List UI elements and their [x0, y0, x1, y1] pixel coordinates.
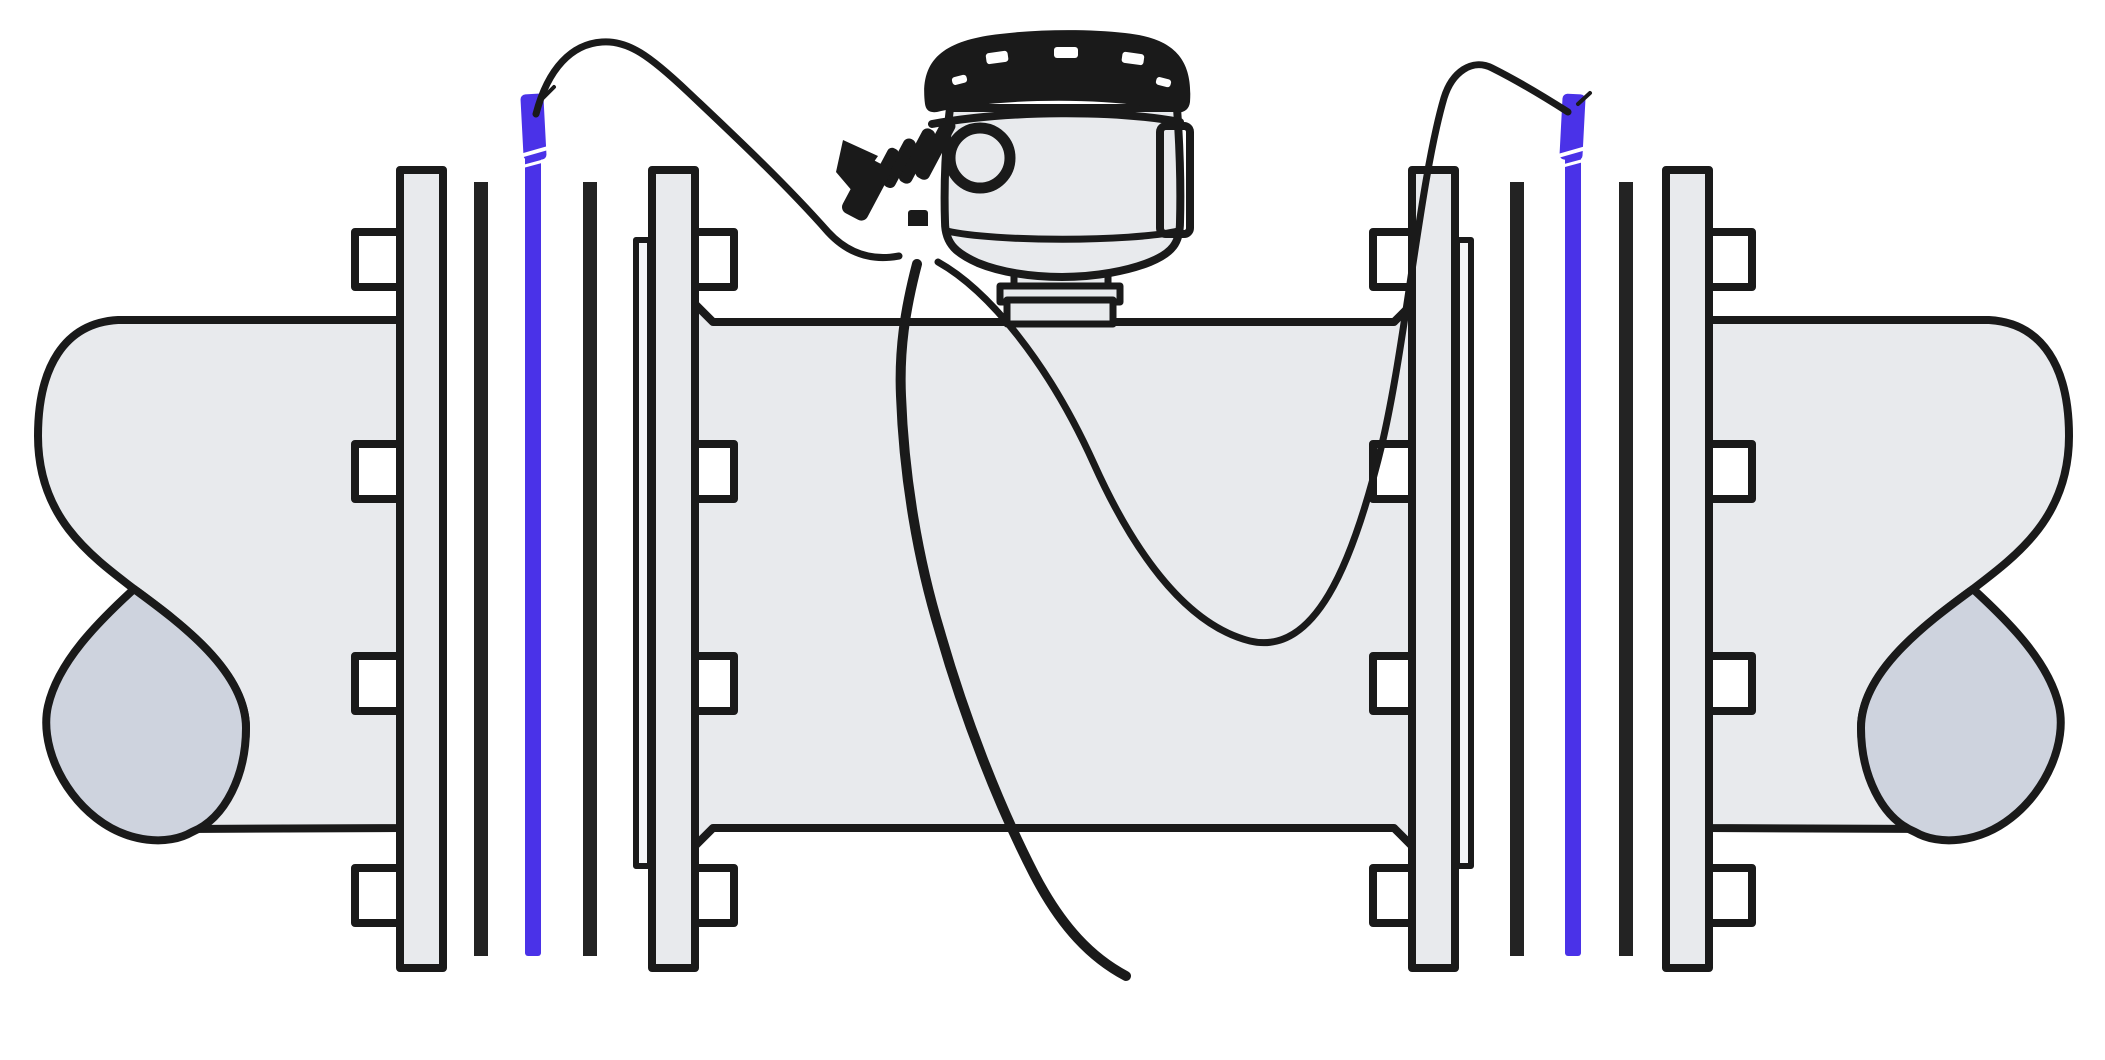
housing-hinge [1156, 122, 1194, 238]
lid-pip [1078, 86, 1092, 98]
gasket [474, 182, 488, 956]
ground-cable-earth [895, 259, 1131, 981]
grounding-terminal [899, 210, 941, 266]
pipe-bore-right [1857, 585, 2065, 845]
lid-slot [1155, 77, 1172, 88]
lid-slot [1121, 51, 1145, 66]
meter-flange-right [1408, 166, 1459, 972]
ground-cable-left [532, 38, 903, 262]
meter-flange-left [648, 166, 699, 972]
pedestal-plate-lower [1003, 296, 1117, 328]
gasket [1510, 182, 1524, 956]
liner-plate-right [1454, 237, 1474, 869]
lid-slot [951, 74, 968, 85]
bolt [351, 440, 405, 503]
pipe-flange-right [1662, 166, 1713, 972]
pipe-flange-left [396, 166, 447, 972]
pipe-right [1701, 316, 2073, 845]
bolt [351, 652, 405, 715]
bolt [690, 228, 738, 291]
cable-gland [836, 118, 1016, 221]
ground-cable-right [934, 61, 1572, 647]
gasket [583, 182, 597, 956]
transmitter [836, 30, 1194, 281]
lid-slot [985, 50, 1009, 65]
bolt [351, 228, 405, 291]
pipe-left [34, 316, 406, 845]
gaskets [474, 182, 1633, 956]
bolt [690, 864, 738, 927]
lid-slot [1054, 47, 1078, 58]
gasket [1619, 182, 1633, 956]
bolt [1369, 228, 1417, 291]
bolt [690, 440, 738, 503]
bolt [1369, 652, 1417, 715]
pipe-bore-left [42, 585, 250, 845]
bolt [690, 652, 738, 715]
liner-plate-left [633, 237, 653, 869]
grounding-ring-right [1557, 91, 1592, 956]
bolt [1369, 864, 1417, 927]
lid-pip [1040, 86, 1054, 98]
bolt [351, 864, 405, 927]
grounding-ring-left [519, 85, 556, 956]
wire-tip [1576, 91, 1592, 106]
gland-wing [836, 140, 878, 192]
bolt [1702, 864, 1756, 927]
transmitter-lid [924, 30, 1191, 113]
